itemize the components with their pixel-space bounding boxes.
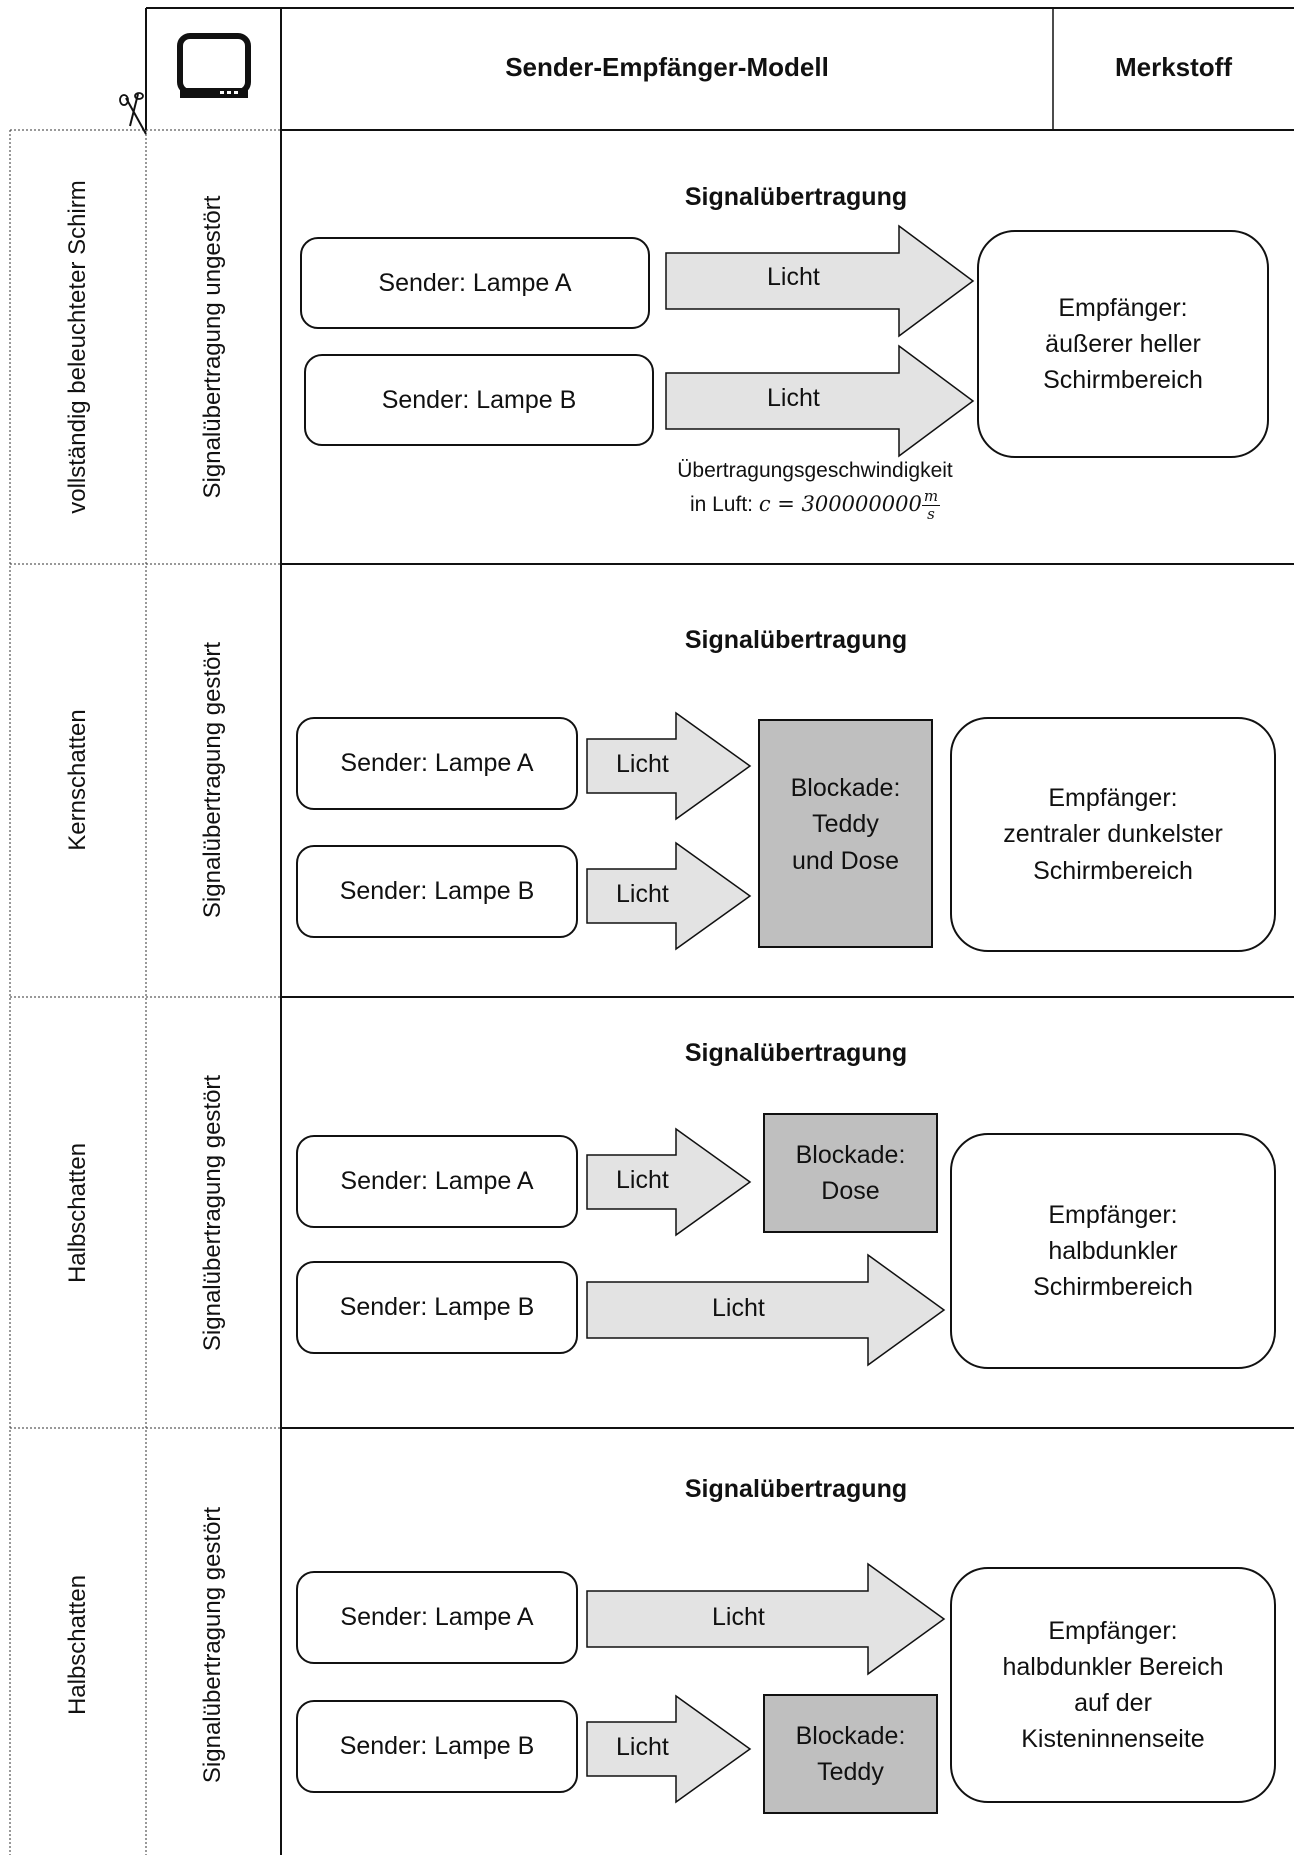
row3-arrow-b-label: Licht — [712, 1294, 765, 1322]
header-tag: Merkstoff — [1114, 52, 1232, 82]
row2-status: Signalübertragung gestört — [199, 641, 226, 919]
row4-label: Halbschatten — [64, 1574, 91, 1716]
row1-sender-b: Sender: Lampe B — [304, 354, 654, 446]
row1-sender-a: Sender: Lampe A — [300, 237, 650, 329]
row1-receiver: Empfänger: äußerer heller Schirmbereich — [977, 230, 1269, 458]
row3-receiver: Empfänger: halbdunkler Schirmbereich — [950, 1133, 1276, 1369]
row3-sender-a: Sender: Lampe A — [296, 1135, 578, 1228]
row4-arrow-b — [586, 1694, 752, 1804]
row3-sender-b: Sender: Lampe B — [296, 1261, 578, 1354]
row2-arrow-a-label: Licht — [616, 750, 669, 778]
row3-arrow-a — [586, 1127, 752, 1237]
row2-arrow-b-label: Licht — [616, 880, 669, 908]
row2-blockade: Blockade: Teddy und Dose — [758, 719, 933, 948]
tv-icon — [177, 33, 251, 98]
row2-arrow-b — [586, 841, 752, 951]
row3-blockade: Blockade: Dose — [763, 1113, 938, 1233]
row2-sender-b: Sender: Lampe B — [296, 845, 578, 938]
row4-arrow-a — [586, 1562, 946, 1676]
row3-title: Signalübertragung — [684, 1039, 908, 1067]
row4-sender-b: Sender: Lampe B — [296, 1700, 578, 1793]
row1-arrow-a — [665, 224, 975, 338]
row1-arrow-b-label: Licht — [767, 384, 820, 412]
row4-arrow-a-label: Licht — [712, 1603, 765, 1631]
row1-arrow-a-label: Licht — [767, 263, 820, 291]
row2-sender-a: Sender: Lampe A — [296, 717, 578, 810]
page-title: Sender-Empfänger-Modell — [505, 52, 829, 82]
row2-receiver: Empfänger: zentraler dunkelster Schirmbe… — [950, 717, 1276, 952]
row3-arrow-b — [586, 1253, 946, 1367]
row4-title: Signalübertragung — [684, 1475, 908, 1503]
row3-label: Halbschatten — [64, 1142, 91, 1284]
row1-arrow-b — [665, 344, 975, 458]
scissors-icon — [119, 92, 147, 135]
row3-status: Signalübertragung gestört — [199, 1074, 226, 1352]
row1-title: Signalübertragung — [684, 183, 908, 211]
row2-arrow-a — [586, 711, 752, 821]
row1-label: vollständig beleuchteter Schirm — [64, 180, 91, 514]
row4-arrow-b-label: Licht — [616, 1733, 669, 1761]
row4-status: Signalübertragung gestört — [199, 1506, 226, 1784]
row2-label: Kernschatten — [64, 709, 91, 851]
row1-status: Signalübertragung ungestört — [199, 195, 226, 499]
row2-title: Signalübertragung — [684, 626, 908, 654]
row4-receiver: Empfänger: halbdunkler Bereich auf der K… — [950, 1567, 1276, 1803]
row4-blockade: Blockade: Teddy — [763, 1694, 938, 1814]
row1-speed-note: Übertragungsgeschwindigkeit in Luft: c =… — [677, 459, 953, 523]
row4-sender-a: Sender: Lampe A — [296, 1571, 578, 1664]
row3-arrow-a-label: Licht — [616, 1166, 669, 1194]
